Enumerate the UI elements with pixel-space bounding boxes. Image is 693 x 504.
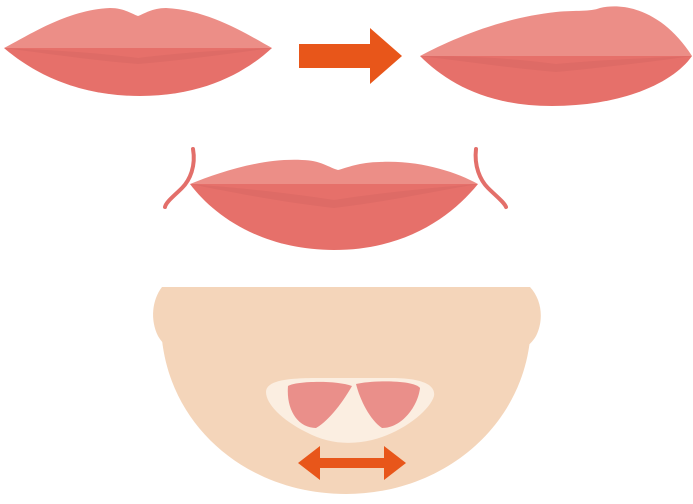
- left-cheek-line: [163, 147, 196, 209]
- lower-lip-relaxed: [4, 48, 272, 96]
- lips-changed: [420, 6, 692, 106]
- upper-lip-relaxed: [4, 8, 272, 48]
- upper-lip-middle: [190, 159, 478, 184]
- face-lower: [153, 287, 541, 494]
- right-rounded-lip: [356, 381, 420, 428]
- lip-seam-changed: [420, 56, 692, 72]
- lips-relaxed: [4, 8, 272, 96]
- left-rounded-lip: [287, 381, 352, 428]
- right-cheek-line: [473, 147, 508, 209]
- lips-with-cheeks: [163, 147, 508, 250]
- lip-seam-relaxed: [4, 48, 272, 64]
- lower-lip-middle: [190, 184, 478, 250]
- right-arrow-icon: [299, 28, 402, 84]
- left-ear: [153, 287, 196, 354]
- lower-lip-changed: [420, 56, 692, 106]
- double-headed-arrow-icon: [298, 446, 406, 480]
- upper-lip-changed: [420, 6, 692, 56]
- lip-seam-middle: [190, 184, 478, 208]
- right-ear: [498, 287, 541, 354]
